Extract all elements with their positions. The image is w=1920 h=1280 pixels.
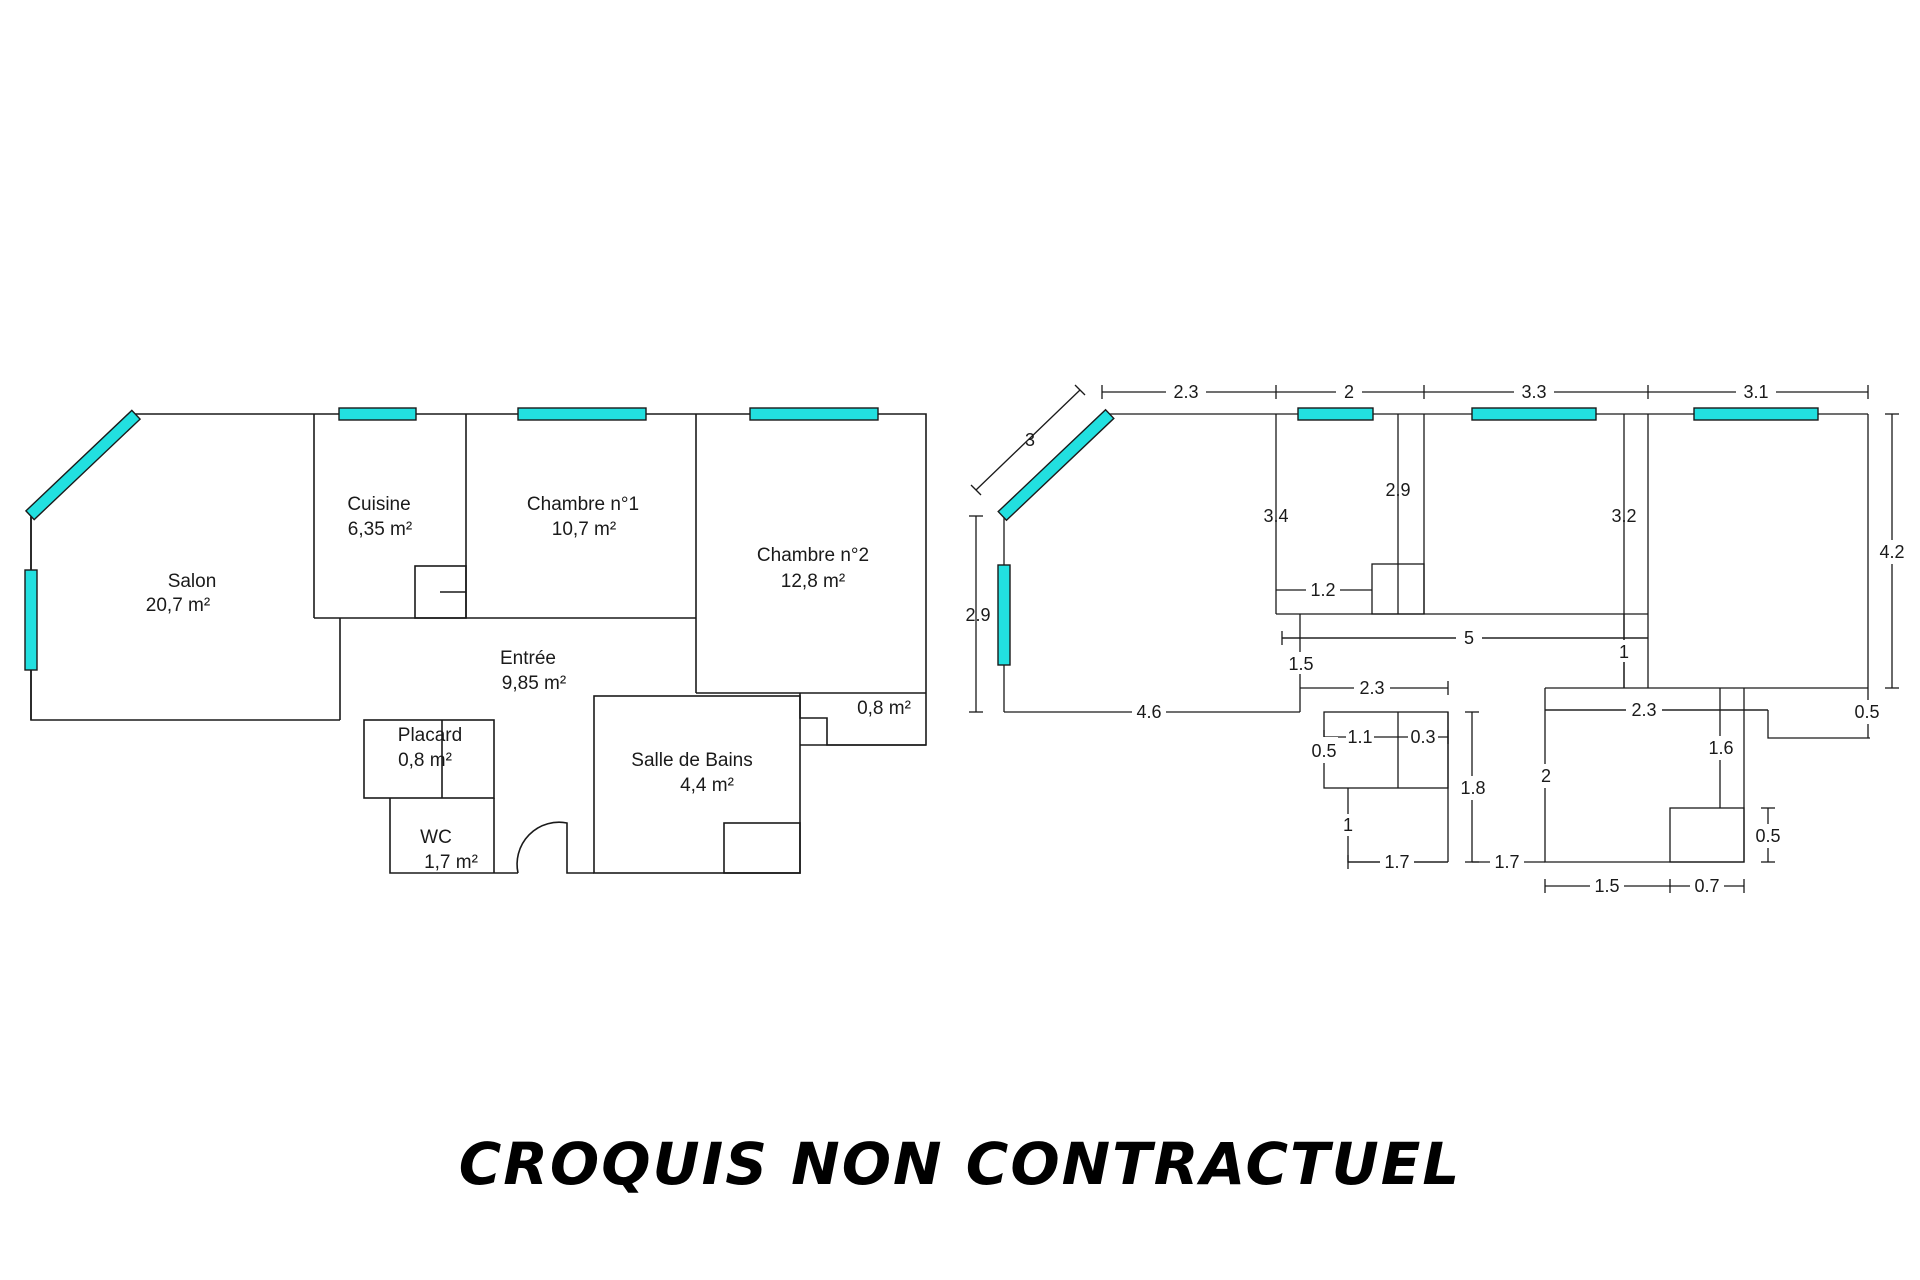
dim-bath-small: 0.5 [1755, 826, 1780, 846]
dim-wc-a: 1.1 [1347, 727, 1372, 747]
dim-bath-bottom-left: 1.7 [1494, 852, 1519, 872]
room-area-chambre-2: 12,8 m² [781, 571, 845, 592]
room-name-chambre-2: Chambre n°2 [757, 545, 869, 566]
dim-top-4: 3.1 [1743, 382, 1768, 402]
disclaimer-text: CROQUIS NON CONTRACTUEL [458, 1130, 1462, 1198]
dim-closet-step: 0.5 [1854, 702, 1879, 722]
dim-bed1-height: 3.2 [1611, 506, 1636, 526]
dim-salon-bottom: 4.6 [1136, 702, 1161, 722]
room-name-chambre-1: Chambre n°1 [527, 494, 639, 515]
dim-diagonal: 3 [1025, 430, 1035, 450]
dim-top-1: 2.3 [1173, 382, 1198, 402]
room-name-salon: Salon [168, 571, 217, 592]
dim-top-2: 2 [1344, 382, 1354, 402]
dim-placard-width: 2.3 [1359, 678, 1384, 698]
dim-kitchen-inner-height: 2.9 [1385, 480, 1410, 500]
dim-hall-small: 1 [1619, 642, 1629, 662]
dimension-plan: 2.3 2 3.3 3.1 3 2.9 3.4 2.9 3.2 4.2 1.2 … [965, 380, 1908, 897]
dim-wc-d: 1 [1343, 815, 1353, 835]
dim-kitchen-height: 3.4 [1263, 506, 1288, 526]
room-area-cuisine: 6,35 m² [348, 519, 412, 540]
dim-bath-height: 2 [1541, 766, 1551, 786]
dim-left-height: 2.9 [965, 605, 990, 625]
room-area-placard: 0,8 m² [398, 750, 452, 771]
room-name-salle-de-bains: Salle de Bains [631, 750, 752, 771]
room-name-entree: Entrée [500, 648, 556, 669]
dim-wc-c: 0.5 [1311, 741, 1336, 761]
dim-wc-bottom: 1.7 [1384, 852, 1409, 872]
area-plan: Cuisine 6,35 m² Chambre n°1 10,7 m² Salo… [24, 407, 927, 874]
dim-hall-width: 5 [1464, 628, 1474, 648]
room-name-cuisine: Cuisine [347, 494, 410, 515]
dim-bath-bottom-b: 0.7 [1694, 876, 1719, 896]
dim-top-3: 3.3 [1521, 382, 1546, 402]
room-area-closet-bedroom: 0,8 m² [857, 698, 911, 719]
room-name-wc: WC [420, 827, 452, 848]
dim-bath-width: 2.3 [1631, 700, 1656, 720]
room-area-salon: 20,7 m² [146, 595, 210, 616]
dim-hall-height: 1.5 [1288, 654, 1313, 674]
dim-wc-b: 0.3 [1410, 727, 1435, 747]
room-area-entree: 9,85 m² [502, 673, 566, 694]
dim-bath-inner: 1.6 [1708, 738, 1733, 758]
room-area-wc: 1,7 m² [424, 852, 478, 873]
dim-bed2-height: 4.2 [1879, 542, 1904, 562]
room-name-placard: Placard [398, 725, 462, 746]
dim-kitchen-step: 1.2 [1310, 580, 1335, 600]
dim-wc-total-height: 1.8 [1460, 778, 1485, 798]
dim-bath-bottom-a: 1.5 [1594, 876, 1619, 896]
room-area-chambre-1: 10,7 m² [552, 519, 616, 540]
room-area-salle-de-bains: 4,4 m² [680, 775, 734, 796]
